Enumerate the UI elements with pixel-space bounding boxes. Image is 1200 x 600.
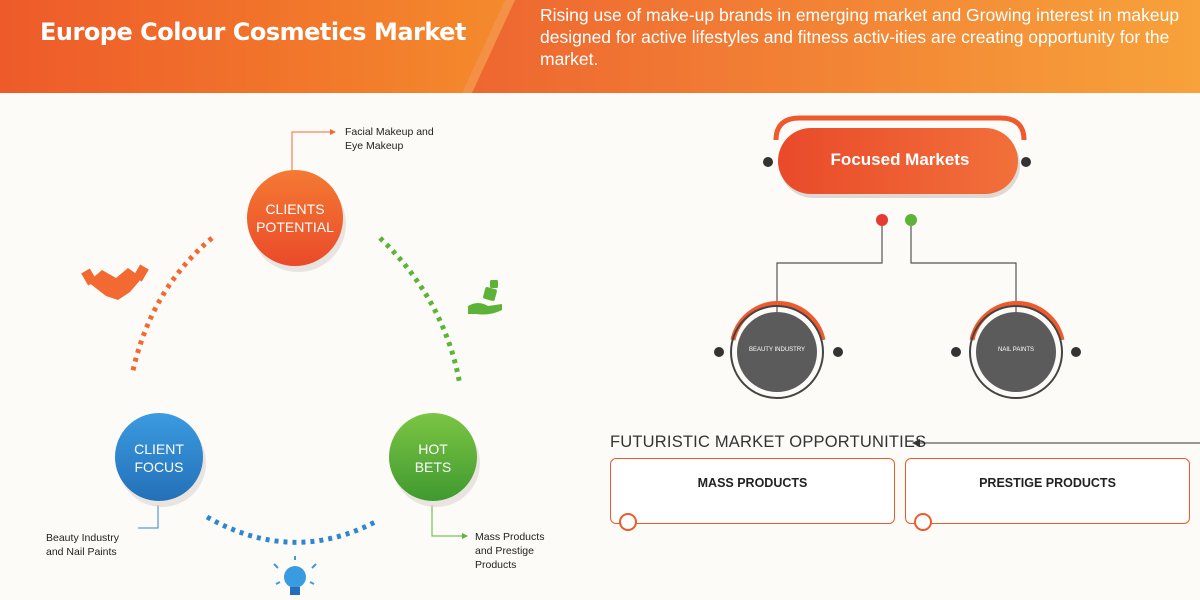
dashed-arc-blue	[205, 514, 377, 545]
beauty-industry-circle	[737, 312, 817, 392]
dashed-arc-green	[378, 236, 463, 386]
mass-products-dot	[619, 513, 637, 531]
header-description: Rising use of make-up brands in emerging…	[540, 5, 1180, 69]
hand-dice-icon	[468, 280, 502, 315]
client-focus-line2: FOCUS	[134, 459, 184, 475]
hot-bets-note: Mass Products and Prestige Products	[475, 530, 544, 572]
connector-client-focus	[138, 505, 159, 529]
hot-bets-line2: BETS	[414, 459, 452, 475]
connector-hot-bets	[431, 505, 462, 537]
header-background	[0, 0, 1200, 93]
focused-markets-pill	[778, 128, 1018, 194]
hot-bets-line1: HOT	[418, 441, 448, 457]
client-focus-note-line1: Beauty Industry	[46, 532, 119, 544]
focused-markets-dot-left	[763, 157, 773, 167]
focused-markets-dot-right	[1021, 157, 1031, 167]
nail-paints-label: NAIL PAINTS	[997, 347, 1034, 353]
dashed-arc-orange	[129, 236, 214, 376]
client-focus-label: CLIENT FOCUS	[115, 440, 203, 476]
mass-products-box: MASS PRODUCTS	[610, 458, 895, 531]
hot-bets-circle	[389, 413, 477, 501]
header-banner: Europe Colour Cosmetics Market Rising us…	[0, 0, 1200, 93]
page-title: Europe Colour Cosmetics Market	[40, 18, 466, 46]
connector-clients-potential	[291, 131, 330, 172]
focused-markets-arc	[773, 115, 1027, 141]
red-dot	[876, 214, 888, 226]
clients-potential-circle	[247, 170, 343, 266]
connector-nail	[910, 226, 1017, 312]
hot-bets-label: HOT BETS	[389, 440, 477, 476]
client-focus-note-line2: and Nail Paints	[46, 546, 117, 558]
clients-potential-note-line1: Facial Makeup and	[345, 126, 434, 138]
prestige-products-label: PRESTIGE PRODUCTS	[979, 476, 1116, 490]
clients-potential-note-line2: Eye Makeup	[345, 140, 404, 152]
hot-bets-note-line1: Mass Products	[475, 531, 545, 543]
prestige-products-dot	[914, 513, 932, 531]
client-focus-note: Beauty Industry and Nail Paints	[46, 531, 119, 559]
prestige-products-box: PRESTIGE PRODUCTS	[905, 458, 1190, 531]
opportunities-arrow-head	[912, 439, 920, 447]
connector-beauty	[776, 226, 883, 312]
focused-markets-title: Focused Markets	[830, 150, 970, 169]
mass-products-label: MASS PRODUCTS	[697, 476, 808, 490]
client-focus-circle	[115, 413, 203, 501]
client-focus-line1: CLIENT	[134, 441, 184, 457]
clients-potential-label: CLIENTS POTENTIAL	[247, 200, 343, 236]
opportunities-title: FUTURISTIC MARKET OPPORTUNITIES	[610, 433, 927, 451]
green-dot	[905, 214, 917, 226]
clients-potential-line2: POTENTIAL	[256, 219, 334, 235]
lightbulb-icon	[273, 556, 317, 595]
hot-bets-note-line2: and Prestige	[475, 545, 534, 557]
nail-paints-circle	[976, 312, 1056, 392]
handshake-icon	[81, 264, 149, 300]
hot-bets-note-line3: Products	[475, 559, 517, 571]
clients-potential-note: Facial Makeup and Eye Makeup	[345, 125, 434, 153]
beauty-industry-label: BEAUTY INDUSTRY	[748, 347, 806, 353]
clients-potential-line1: CLIENTS	[265, 201, 325, 217]
